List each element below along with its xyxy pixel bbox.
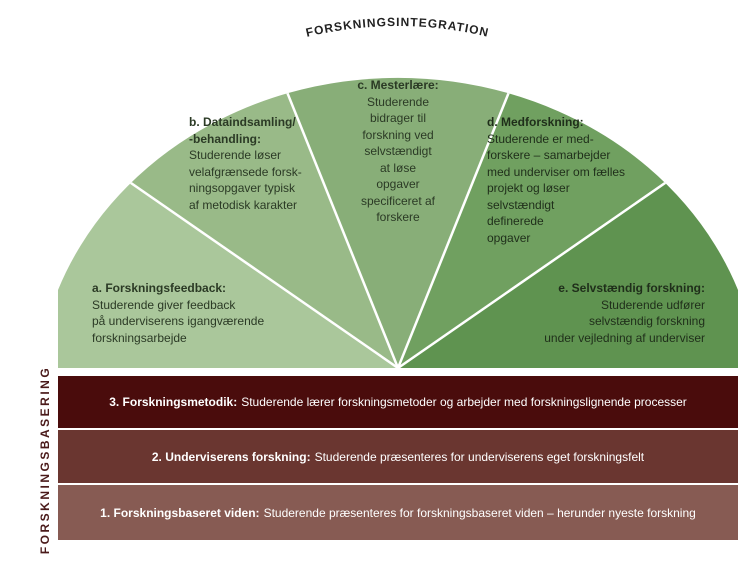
sector-b-title: b. Dataindsamling/: [189, 115, 296, 129]
band-2-text: Studerende præsenteres for underviserens…: [314, 449, 645, 464]
sector-b-title-2: -behandling:: [189, 131, 261, 146]
line: projekt og løser: [487, 181, 570, 195]
sector-d-text: d. Medforskning: Studerende er med- fors…: [487, 114, 625, 246]
line: opgaver: [376, 177, 420, 191]
line: Studerende: [366, 94, 430, 109]
side-label: FORSKNINGSBASERING: [38, 365, 52, 555]
divider-b-c: [248, 77, 400, 368]
line: Studerende er med-: [487, 131, 594, 146]
sector-c-title: c. Mesterlære:: [357, 78, 439, 92]
line: bidrager til: [369, 111, 427, 125]
line: forskning ved: [362, 127, 434, 142]
line: på underviserens igangværende: [92, 314, 265, 328]
line: Studerende giver feedback: [92, 297, 236, 312]
band-1-title: 1. Forskningsbaseret viden:: [100, 505, 260, 520]
line: ningsopgaver typisk: [189, 181, 296, 195]
sector-a-title: a. Forskningsfeedback:: [92, 281, 227, 295]
line: definerede: [487, 214, 544, 228]
line: af metodisk karakter: [189, 197, 298, 212]
sector-c: [250, 77, 546, 368]
band-1: 1. Forskningsbaseret viden:Studerende pr…: [58, 485, 738, 540]
line: selvstændigt: [364, 144, 432, 158]
sector-d-title: d. Medforskning:: [487, 115, 584, 129]
line: Studerende løser: [189, 148, 282, 162]
line: forskere: [376, 210, 420, 224]
line: forskningsarbejde: [92, 330, 187, 345]
sector-c-text: c. Mesterlære: Studerende bidrager til f…: [348, 77, 448, 226]
line: opgaver: [487, 230, 531, 245]
line: under vejledning af underviser: [544, 330, 705, 345]
sector-e-text: e. Selvstændig forskning: Studerende udf…: [544, 280, 705, 346]
line: specificeret af: [360, 193, 436, 208]
line: forskere – samarbejder: [487, 148, 611, 162]
band-3-title: 3. Forskningsmetodik:: [109, 395, 238, 409]
band-3-text: Studerende lærer forskningsmetoder og ar…: [241, 395, 687, 409]
band-1-text: Studerende præsenteres for forskningsbas…: [263, 505, 696, 520]
line: velafgrænsede forsk-: [189, 164, 302, 179]
sector-e-title: e. Selvstændig forskning:: [558, 281, 705, 295]
band-2-title: 2. Underviserens forskning:: [151, 449, 311, 464]
band-2: 2. Underviserens forskning:Studerende pr…: [58, 430, 738, 483]
title-arc: FORSKNINGSINTEGRATION: [304, 15, 490, 40]
sector-b-text: b. Dataindsamling/ -behandling: Studeren…: [189, 114, 302, 213]
line: at løse: [379, 160, 416, 175]
divider-c-d: [396, 77, 548, 368]
line: selvstændigt: [487, 197, 555, 212]
sector-a-text: a. Forskningsfeedback: Studerende giver …: [92, 280, 264, 346]
line: selvstændig forskning: [588, 314, 705, 328]
line: med underviser om fælles: [487, 164, 626, 179]
line: Studerende udfører: [600, 297, 705, 312]
band-3: 3. Forskningsmetodik:Studerende lærer fo…: [58, 376, 738, 428]
